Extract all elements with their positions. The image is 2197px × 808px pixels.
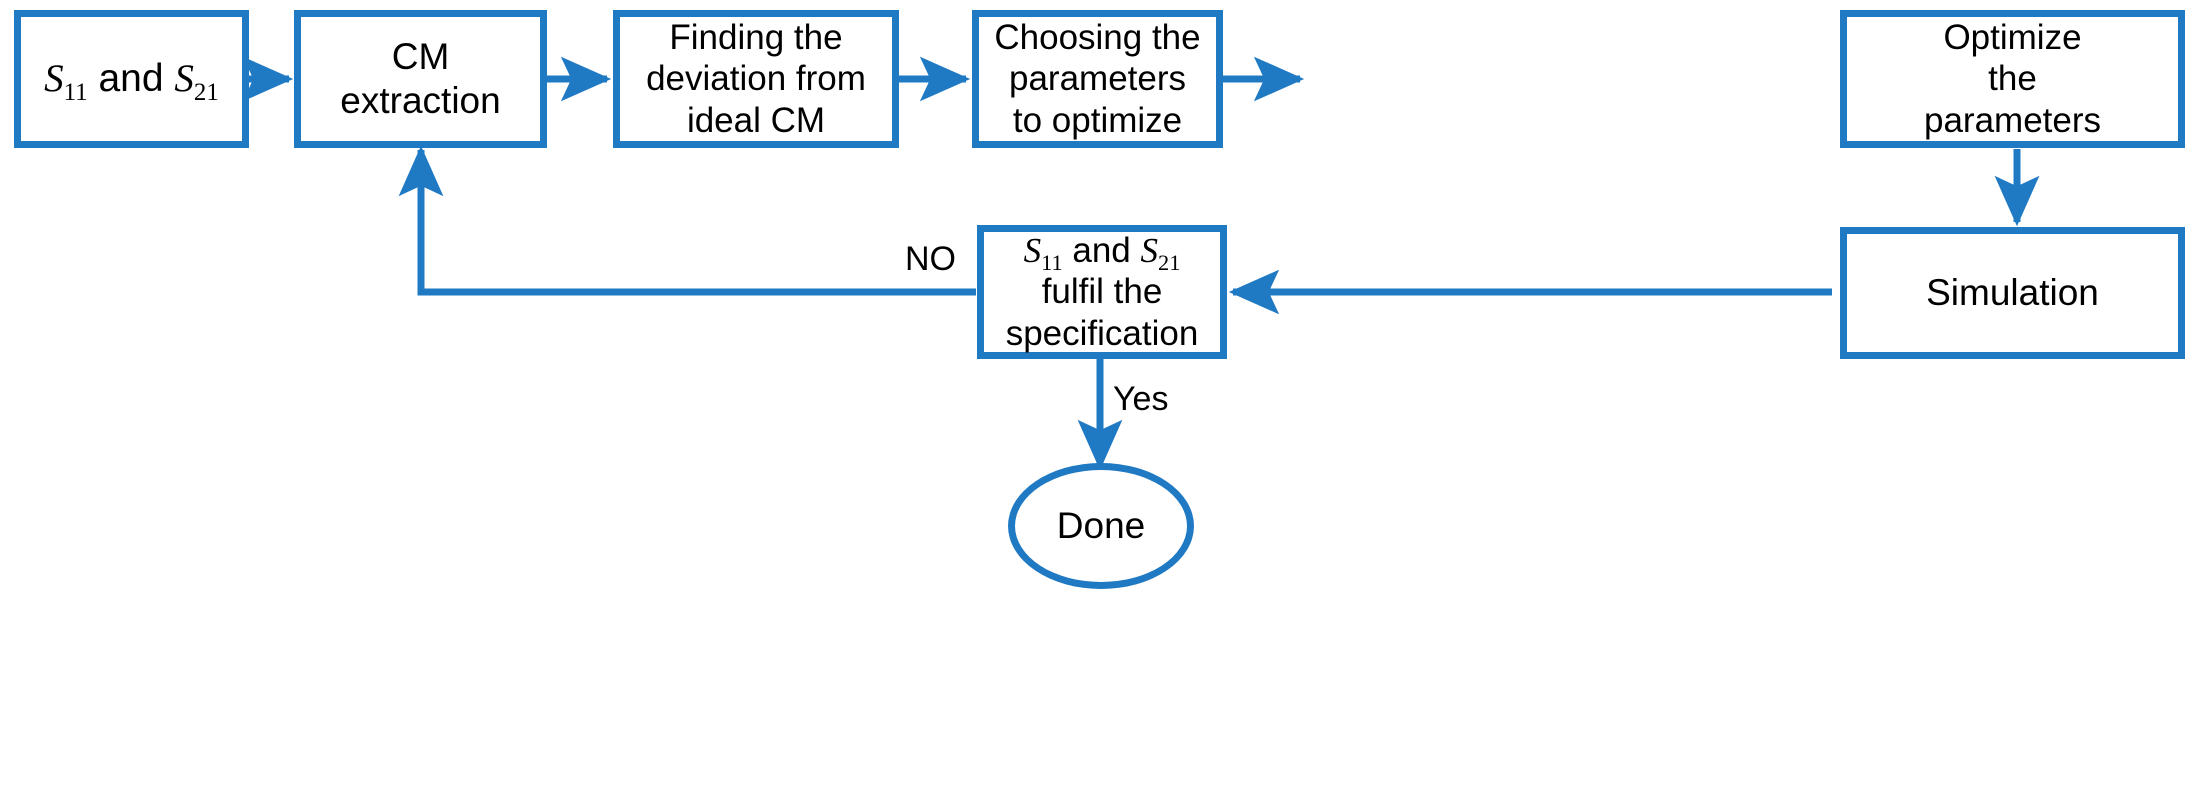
node-optimize-parameters[interactable]: Optimize the parameters (1840, 10, 2185, 148)
node-find-deviation-line-1: Finding the (669, 18, 843, 58)
node-simulation[interactable]: Simulation (1840, 227, 2185, 359)
node-s-parameters-input[interactable]: S11 and S21 (14, 10, 249, 148)
node-simulation-label: Simulation (1926, 272, 2099, 314)
s21-symbol: S (174, 56, 194, 100)
node-choose-parameters-line-1: Choosing the (994, 18, 1201, 58)
node-optimize-parameters-line-3: parameters (1923, 100, 2102, 140)
node-optimize-parameters-line-2: the (1988, 59, 2037, 99)
node-specification-check-line-3: specification (1005, 313, 1199, 353)
node-choose-parameters-label: Choosing the parameters to optimize (979, 17, 1216, 141)
edge-specification-check-no-to-cm-extraction (398, 145, 976, 296)
node-cm-extraction[interactable]: CM extraction (294, 10, 547, 148)
node-s-parameters-input-label: S11 and S21 (21, 56, 242, 105)
node-choose-parameters-line-2: parameters (1008, 59, 1187, 99)
node-done[interactable]: Done (1008, 463, 1194, 589)
s21-subscript: 21 (193, 78, 219, 106)
node-choose-parameters[interactable]: Choosing the parameters to optimize (972, 10, 1223, 148)
node-find-deviation-label: Finding the deviation from ideal CM (620, 17, 892, 141)
check-s11-subscript: 11 (1041, 250, 1063, 276)
check-conjunction-and: and (1062, 231, 1141, 271)
check-s21-symbol: S (1140, 231, 1159, 271)
node-done-label: Done (1056, 505, 1146, 547)
check-s11-symbol: S (1023, 231, 1042, 271)
node-find-deviation-line-3: ideal CM (686, 100, 826, 140)
node-cm-extraction-label: CM extraction (340, 36, 501, 121)
node-find-deviation-line-2: deviation from (646, 59, 866, 99)
node-optimize-parameters-label: Optimize the parameters (1847, 17, 2178, 141)
node-optimize-parameters-line-1: Optimize (1943, 18, 2082, 58)
conjunction-and: and (87, 56, 175, 100)
node-choose-parameters-line-3: to optimize (1012, 100, 1183, 140)
edge-label-yes: Yes (1113, 380, 1169, 418)
node-specification-check-label: S11 and S21 fulfil the specification (984, 230, 1220, 354)
s11-subscript: 11 (63, 78, 88, 106)
node-find-deviation[interactable]: Finding the deviation from ideal CM (613, 10, 899, 148)
node-specification-check[interactable]: S11 and S21 fulfil the specification (977, 225, 1227, 359)
node-specification-check-line-2: fulfil the (1041, 272, 1163, 312)
edge-label-no: NO (905, 240, 956, 278)
check-s21-subscript: 21 (1158, 250, 1181, 276)
s11-symbol: S (44, 56, 64, 100)
